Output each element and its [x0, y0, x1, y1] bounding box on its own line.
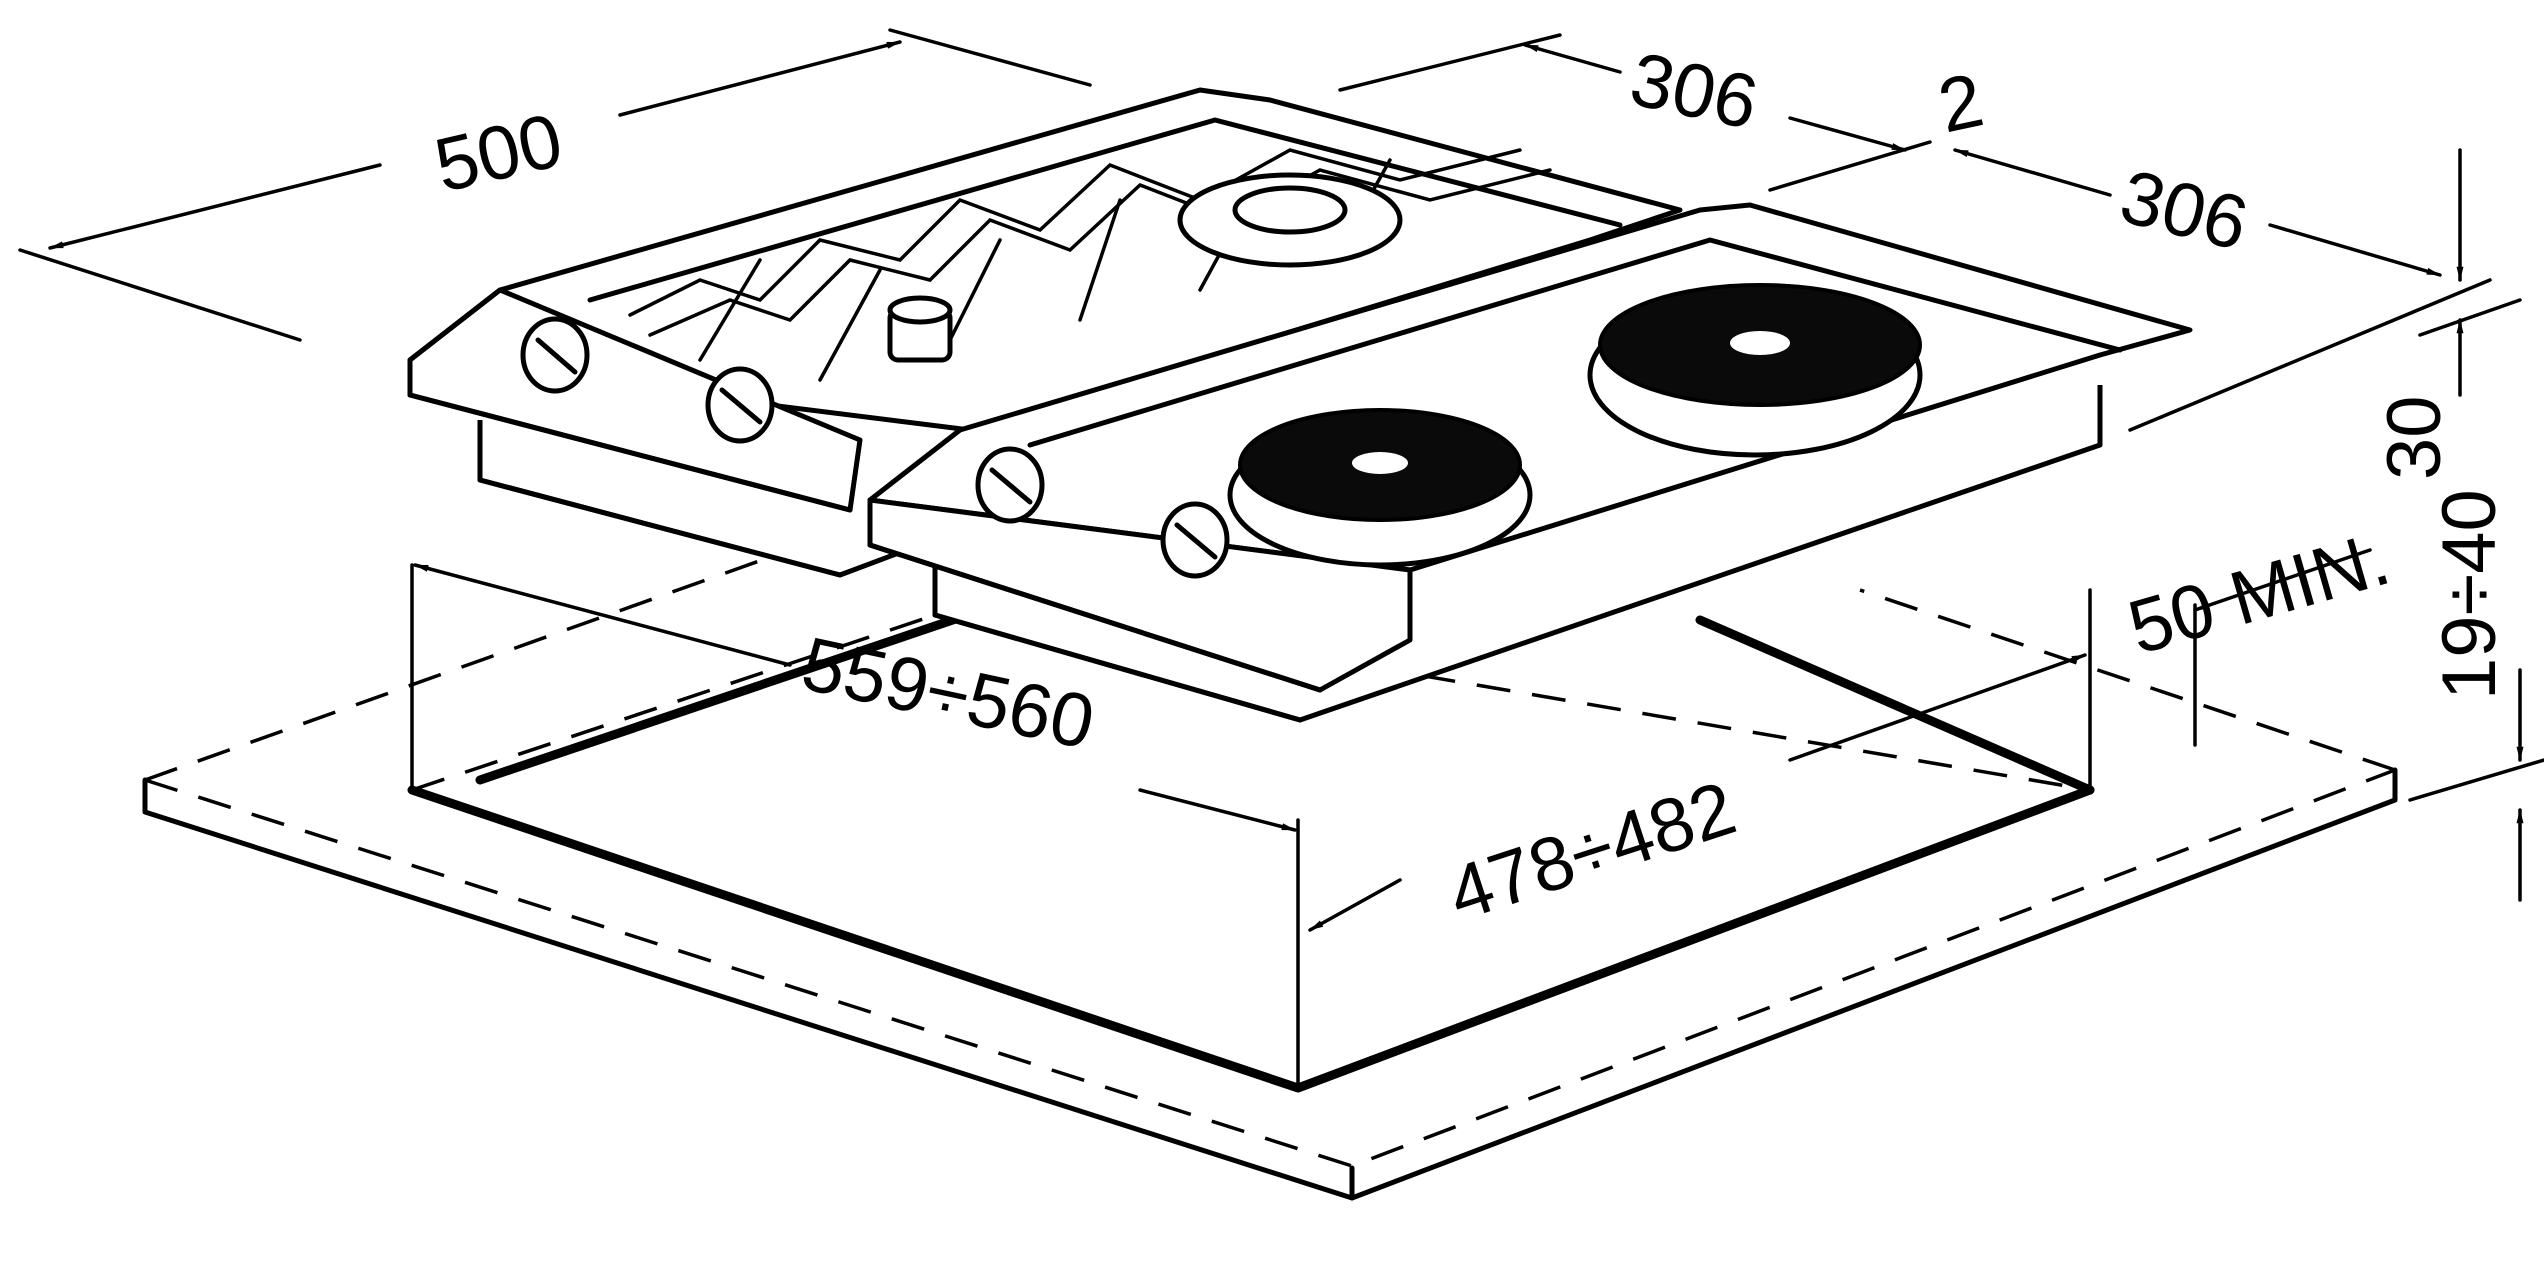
dimension-label-306-right: 306 [2112, 154, 2256, 267]
worktop [142, 548, 2398, 1201]
dimension-label-306-left: 306 [1623, 36, 1765, 146]
dimension-lines [18, 28, 2544, 932]
dimension-label-50-min: 50 MIN. [2119, 516, 2398, 671]
electric-hob [867, 202, 2193, 723]
dimension-label-gap: 2 [1931, 57, 1990, 149]
dimension-label-19-40: 19÷40 [2427, 489, 2512, 700]
gas-hob [407, 87, 1683, 578]
dimension-label-30: 30 [2372, 395, 2457, 480]
dimension-label-478-482: 478÷482 [1438, 765, 1745, 937]
dimension-label-500: 500 [427, 98, 570, 209]
